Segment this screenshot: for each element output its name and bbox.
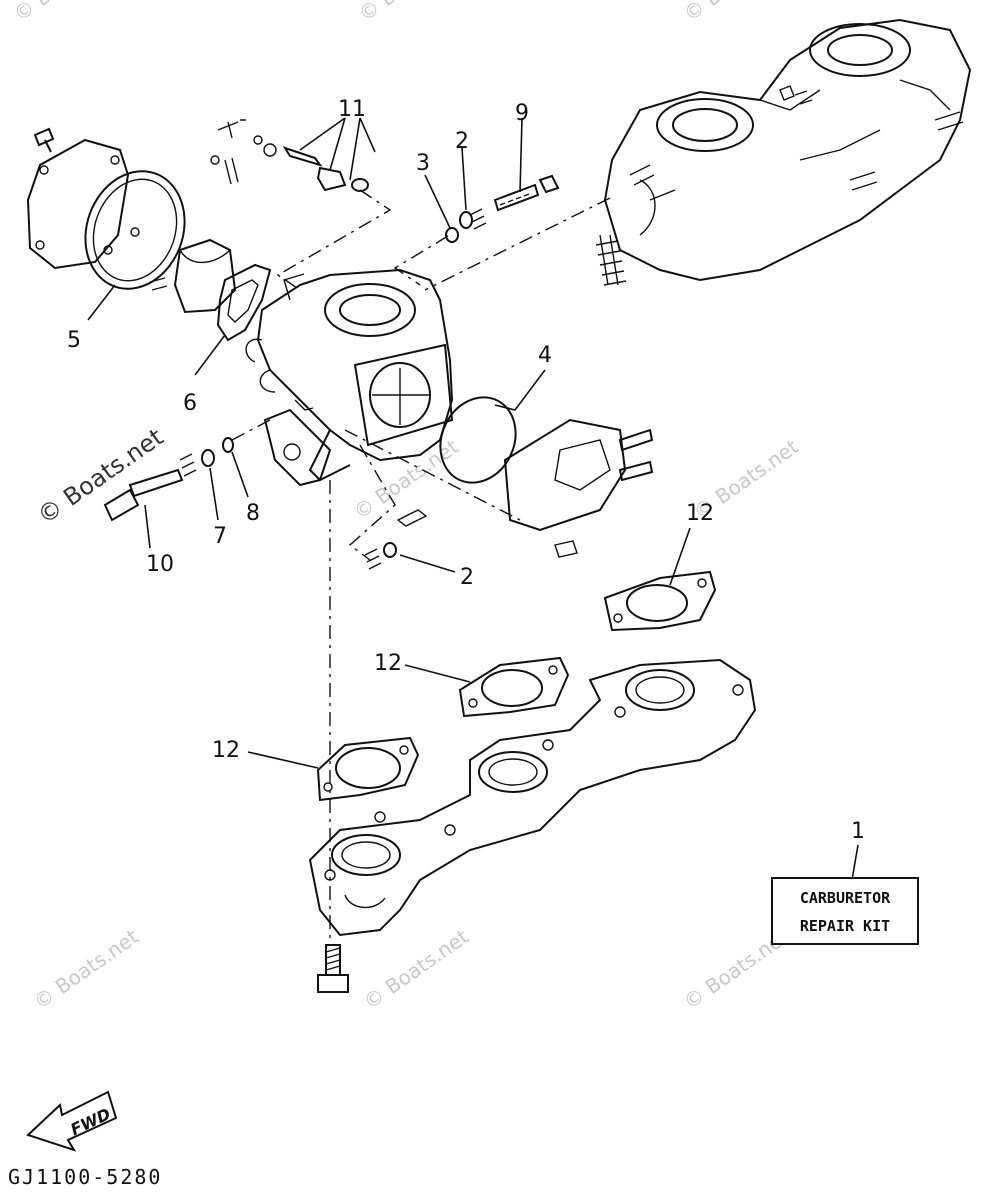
callout-10: 10 [146, 552, 174, 577]
diagram-code: GJ1100-5280 [8, 1165, 162, 1189]
fwd-arrow: FWD [26, 1090, 118, 1152]
part-7-spring [179, 449, 215, 477]
callout-11: 11 [338, 97, 366, 122]
callout-12-right: 12 [686, 501, 714, 526]
watermark-main: © Boats.net [32, 423, 168, 530]
part-11-needle-valve [210, 119, 369, 192]
part-2-spring-lower [364, 509, 428, 570]
repair-kit-line2: REPAIR KIT [800, 917, 890, 935]
throttle-lever [263, 399, 332, 487]
carburetor-body [245, 268, 454, 482]
callout-12-left: 12 [212, 738, 240, 763]
callout-1: 1 [851, 819, 865, 844]
callout-4: 4 [538, 343, 552, 368]
repair-kit-line1: CARBURETOR [800, 889, 891, 907]
part-4-gasket [439, 396, 517, 484]
callout-8: 8 [246, 501, 260, 526]
leader-lines [87, 117, 859, 881]
part-5-diaphragm-cover [26, 127, 186, 291]
callout-9: 9 [515, 101, 529, 126]
callout-2-lower: 2 [460, 565, 474, 590]
fwd-arrow-icon [26, 1090, 118, 1152]
part-12-gasket-middle [458, 656, 570, 718]
callout-5: 5 [67, 328, 81, 353]
part-3-oring [445, 227, 459, 243]
part-6-gasket [216, 263, 272, 342]
part-10-screw [103, 468, 184, 522]
alignment-lines [231, 189, 611, 940]
watermark-layer: © Boats.net © Boats.net © Boats.net © Bo… [9, 0, 803, 1014]
pump-housing [173, 238, 237, 314]
watermark: © Boats.net [679, 0, 793, 26]
background-carburetors [595, 18, 972, 286]
callout-6: 6 [183, 391, 197, 416]
part-12-gasket-left [316, 736, 420, 802]
callout-7: 7 [213, 524, 227, 549]
callout-labels: 11 2 3 9 5 6 4 10 7 8 2 12 12 12 1 [67, 97, 865, 844]
repair-kit-box: CARBURETOR REPAIR KIT [771, 877, 919, 945]
repair-kit-frame [771, 877, 919, 945]
part-9-screw [493, 174, 560, 212]
callout-3: 3 [416, 151, 430, 176]
watermark: © Boats.net [354, 0, 468, 26]
part-8-oring [222, 437, 234, 453]
watermark: © Boats.net [9, 0, 123, 26]
callout-2-upper: 2 [455, 129, 469, 154]
cover-plate [503, 418, 654, 558]
watermark: © Boats.net [349, 434, 463, 524]
part-2-spring-upper [459, 208, 487, 230]
watermark: © Boats.net [29, 924, 143, 1014]
part-12-gasket-right [603, 570, 717, 632]
intake-manifold [308, 658, 757, 937]
watermark: © Boats.net [359, 924, 473, 1014]
callout-12-middle: 12 [374, 651, 402, 676]
manifold-bolt [317, 944, 349, 993]
